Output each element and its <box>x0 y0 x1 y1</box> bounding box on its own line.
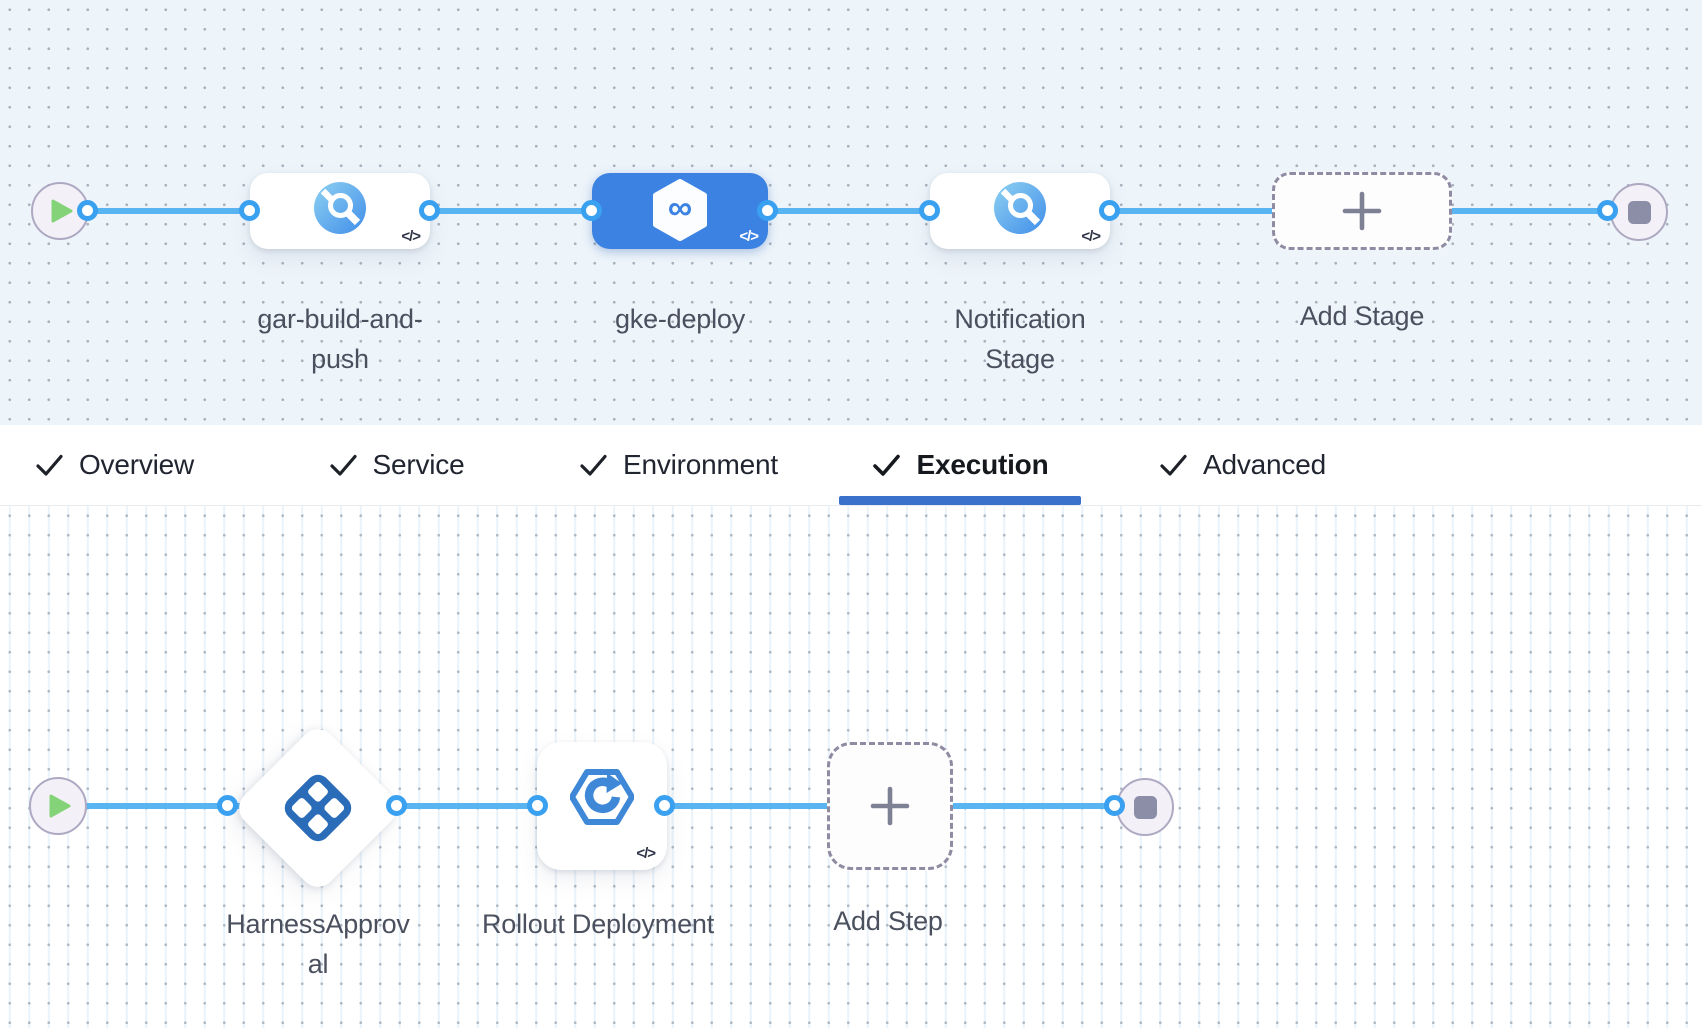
stage-node-gar-build-and-push[interactable]: </> <box>250 173 430 249</box>
step-node-rollout-deployment[interactable]: </> <box>537 742 667 870</box>
connector-dot <box>386 795 407 816</box>
check-icon <box>873 454 901 476</box>
harness-approval-icon <box>281 771 355 845</box>
plus-icon <box>870 786 910 826</box>
tab-execution[interactable]: Execution <box>819 425 1101 505</box>
connector-dot <box>1099 200 1120 221</box>
step-node-harness-approval[interactable] <box>231 721 405 895</box>
check-icon <box>580 454 607 476</box>
connector-dot <box>581 200 602 221</box>
check-icon <box>329 454 357 476</box>
stage-config-tabbar: Overview Service Environment Execution <box>0 425 1702 506</box>
tab-label: Service <box>372 449 465 480</box>
plus-icon <box>1342 191 1382 231</box>
tab-advanced[interactable]: Advanced <box>1101 425 1383 505</box>
artifact-registry-icon <box>314 182 366 239</box>
tab-overview[interactable]: Overview <box>0 425 255 505</box>
code-icon: </> <box>1081 228 1101 245</box>
stage-canvas[interactable]: </> ∞ </> <box>0 0 1702 425</box>
stage-label: gar-build-and-push <box>257 304 423 374</box>
step-label: Rollout Deployment <box>481 909 715 939</box>
pipeline-start-node <box>31 182 89 240</box>
code-icon: </> <box>636 845 656 862</box>
pipeline-end-node <box>1610 183 1668 241</box>
connector-dot <box>217 795 238 816</box>
stop-icon <box>1627 200 1651 224</box>
tab-label: Environment <box>623 449 778 480</box>
connector-dot <box>1597 200 1618 221</box>
play-icon <box>49 794 71 818</box>
check-icon <box>1160 454 1187 476</box>
code-icon: </> <box>739 228 759 245</box>
artifact-registry-icon <box>994 182 1046 239</box>
connector-dot <box>77 200 98 221</box>
execution-start-node <box>29 777 87 835</box>
stage-node-notification-stage[interactable]: </> <box>930 173 1110 249</box>
tab-environment[interactable]: Environment <box>537 425 819 505</box>
stage-connector-line <box>61 208 1639 214</box>
add-stage-label: Add Stage <box>1299 301 1425 331</box>
step-label: HarnessApproval <box>226 909 410 979</box>
stage-node-gke-deploy[interactable]: ∞ </> <box>592 173 768 249</box>
stop-icon <box>1133 795 1157 819</box>
active-tab-underline <box>839 496 1081 505</box>
stage-label: Notification Stage <box>954 304 1086 374</box>
execution-end-node <box>1116 778 1174 836</box>
add-step-label: Add Step <box>833 906 943 936</box>
play-icon <box>51 199 73 223</box>
stage-label: gke-deploy <box>614 304 746 334</box>
check-icon <box>36 454 63 476</box>
rollout-deployment-icon <box>569 768 635 831</box>
tab-label: Advanced <box>1203 449 1326 480</box>
connector-dot <box>757 200 778 221</box>
connector-dot <box>527 795 548 816</box>
tab-label: Overview <box>78 449 195 480</box>
execution-canvas[interactable]: </> HarnessApproval Rollout Deployment A… <box>0 506 1702 1028</box>
tab-label: Execution <box>916 449 1049 480</box>
tab-service[interactable]: Service <box>255 425 537 505</box>
connector-dot <box>239 200 260 221</box>
connector-dot <box>419 200 440 221</box>
connector-dot <box>654 795 675 816</box>
code-icon: </> <box>401 228 421 245</box>
connector-dot <box>919 200 940 221</box>
connector-dot <box>1104 795 1125 816</box>
tab-row: Overview Service Environment Execution <box>0 425 1383 505</box>
add-stage-button[interactable] <box>1272 172 1452 250</box>
add-step-button[interactable] <box>827 742 953 870</box>
harness-cd-icon: ∞ <box>652 179 708 241</box>
